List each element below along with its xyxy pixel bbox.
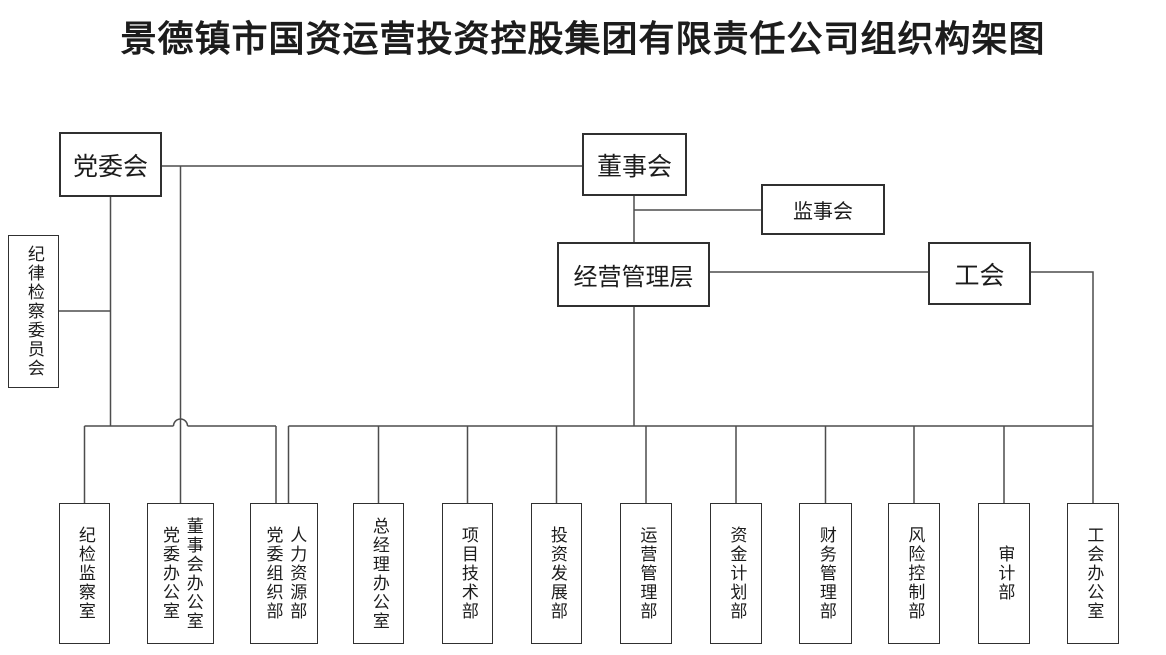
dept-discipline-inspection-office: 纪检监察室 bbox=[59, 503, 110, 644]
dept-label: 工会办公室 bbox=[1083, 526, 1104, 621]
box-party-committee: 党委会 bbox=[59, 132, 162, 197]
box-board-of-directors: 董事会 bbox=[582, 133, 687, 196]
line-right-distribution-drops bbox=[287, 426, 1005, 503]
dept-label: 运营管理部 bbox=[636, 526, 657, 621]
board-of-directors-label: 董事会 bbox=[596, 151, 672, 181]
dept-union-office: 工会办公室 bbox=[1067, 503, 1119, 644]
supervisory-board-label: 监事会 bbox=[793, 199, 853, 223]
dept-label: 审计部 bbox=[994, 545, 1015, 602]
dept-risk-control: 风险控制部 bbox=[888, 503, 940, 644]
box-discipline-inspection-committee: 纪律检察委员会 bbox=[8, 235, 59, 388]
discipline-inspection-committee-label: 纪律检察委员会 bbox=[23, 245, 44, 378]
dept-label: 项目技术部 bbox=[457, 526, 478, 621]
box-labor-union: 工会 bbox=[928, 242, 1031, 305]
dept-label: 财务管理部 bbox=[815, 526, 836, 621]
labor-union-label: 工会 bbox=[954, 260, 1005, 290]
party-committee-label: 党委会 bbox=[72, 151, 148, 181]
management-level-label: 经营管理层 bbox=[573, 263, 694, 291]
dept-operations-management: 运营管理部 bbox=[620, 503, 672, 644]
dept-finance-management: 财务管理部 bbox=[799, 503, 852, 644]
dept-label: 投资发展部 bbox=[546, 526, 567, 621]
dept-label: 党委组织部 bbox=[262, 526, 283, 621]
line-left-distribution-drops bbox=[83, 426, 277, 503]
dept-label: 纪检监察室 bbox=[74, 526, 95, 621]
dept-party-office-and-board-office: 党委办公室 董事会办公室 bbox=[147, 503, 214, 644]
box-management-level: 经营管理层 bbox=[557, 242, 710, 307]
dept-label: 党委办公室 bbox=[159, 526, 179, 621]
dept-general-manager-office: 总经理办公室 bbox=[353, 503, 404, 644]
dept-label: 人力资源部 bbox=[286, 526, 307, 621]
dept-audit: 审计部 bbox=[978, 503, 1030, 644]
dept-label: 总经理办公室 bbox=[368, 516, 389, 631]
line-union-drop bbox=[1031, 271, 1094, 503]
dept-label: 风险控制部 bbox=[904, 526, 925, 621]
dept-label: 董事会办公室 bbox=[182, 516, 203, 631]
dept-label: 资金计划部 bbox=[726, 526, 747, 621]
dept-funds-planning: 资金计划部 bbox=[710, 503, 762, 644]
box-supervisory-board: 监事会 bbox=[761, 184, 885, 235]
line-left-distribution bbox=[84, 418, 276, 427]
dept-investment-development: 投资发展部 bbox=[531, 503, 582, 644]
dept-party-organization-and-hr: 党委组织部 人力资源部 bbox=[250, 503, 318, 644]
chart-title: 景德镇市国资运营投资控股集团有限责任公司组织构架图 bbox=[120, 18, 1046, 60]
dept-project-technology: 项目技术部 bbox=[442, 503, 493, 644]
